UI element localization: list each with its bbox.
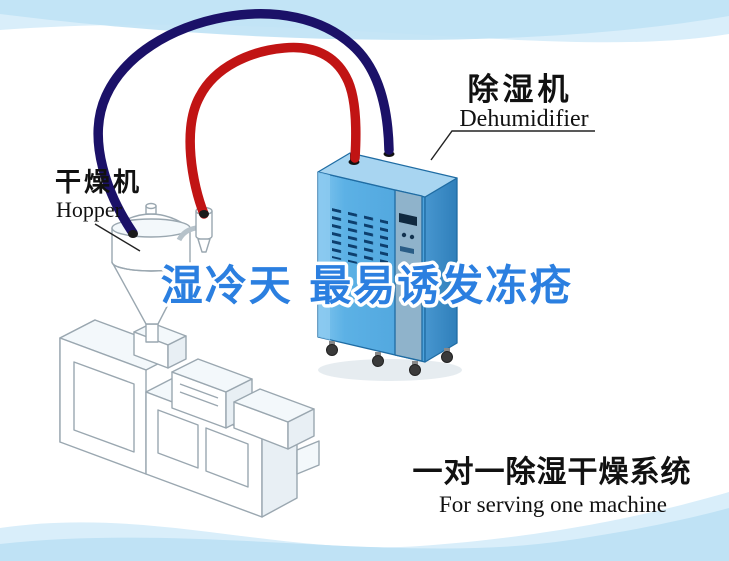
watermark-text: 湿冷天 最易诱发冻疮 xyxy=(161,261,574,310)
dehumidifier-label-cn: 除湿机 xyxy=(468,72,573,108)
caster-wheel-4 xyxy=(441,351,453,363)
hose-clamp-blower xyxy=(199,210,209,218)
hopper-leader xyxy=(94,223,141,252)
cab-vent-grid xyxy=(332,208,388,272)
control-button-1 xyxy=(401,232,407,238)
bottom-swoosh-dark xyxy=(0,508,729,561)
casters xyxy=(326,341,453,376)
dehumidifier-leader xyxy=(430,130,595,161)
cabinet-door xyxy=(73,361,135,453)
caster-wheel-2 xyxy=(372,355,384,367)
labels: 除湿机 Dehumidifier 干燥机 Hopper 一对一除湿干燥系统 Fo… xyxy=(55,72,692,517)
caster-wheel-3 xyxy=(409,364,421,376)
blower-elbow xyxy=(176,225,197,242)
control-slot xyxy=(400,246,414,254)
cab-left-highlight xyxy=(318,172,330,340)
gearbox-vent-1 xyxy=(179,383,219,399)
die-stub xyxy=(296,440,320,475)
dehumidifier-cabinet xyxy=(317,145,462,381)
red-supply-hose xyxy=(185,42,361,219)
vent-grid-area xyxy=(332,208,388,272)
caption-en: For serving one machine xyxy=(439,492,667,517)
hose-clamp-hopper xyxy=(128,230,138,238)
leader-lines xyxy=(94,130,595,252)
hopper-label-en: Hopper xyxy=(56,197,123,222)
navy-return-hose xyxy=(93,9,394,238)
feed-housing-side xyxy=(167,335,187,369)
caption-cn: 一对一除湿干燥系统 xyxy=(413,455,692,490)
dehumidifier-label-en: Dehumidifier xyxy=(459,106,588,132)
body-door-1 xyxy=(157,409,199,469)
hopper-feed-tube xyxy=(145,323,159,343)
control-display xyxy=(399,213,417,226)
control-button-2 xyxy=(409,234,415,240)
barrel-cover-side xyxy=(287,408,315,450)
hopper-flange-arc xyxy=(111,261,191,272)
gearbox-vent-2 xyxy=(179,391,219,407)
body-door-2 xyxy=(205,427,249,488)
hoses xyxy=(93,9,394,238)
hopper-lid-knob-top xyxy=(145,202,157,210)
blower-cone xyxy=(197,238,211,253)
caster-wheel-1 xyxy=(326,344,338,356)
dehumidifier-shadow xyxy=(318,359,462,381)
extruder-machine xyxy=(59,319,320,518)
cab-control-strip xyxy=(394,189,423,362)
bottom-swoosh xyxy=(0,492,729,561)
hopper-label-cn: 干燥机 xyxy=(55,168,142,198)
